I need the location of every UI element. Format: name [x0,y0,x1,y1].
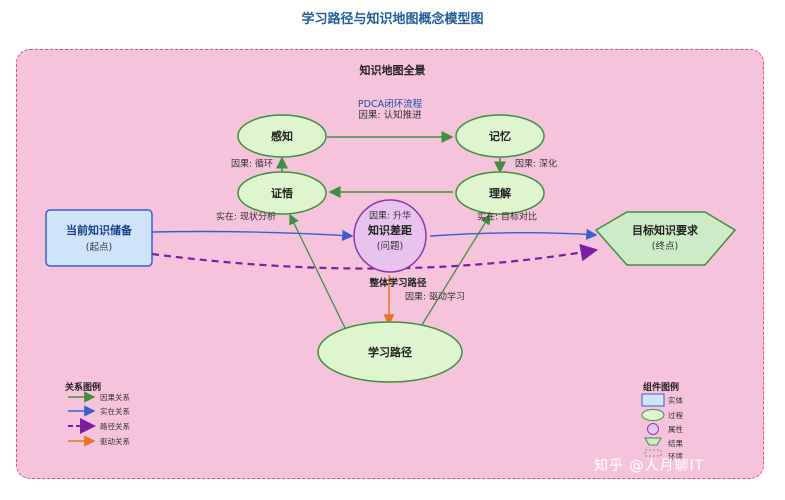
edge-current-gap [151,229,354,242]
label-reality-analysis: 实在: 现状分析 [216,212,276,223]
legend-attribute-swatch [647,423,659,435]
watermark: 知乎 @人月聊IT [594,458,705,474]
legend-entity-swatch [641,393,665,407]
label-cycle: 因果: 循环 [231,159,273,170]
edge-path-understand [419,213,491,329]
legend-drive-label: 驱动关系 [100,437,130,446]
label-overall-path: 整体学习路径 [369,278,427,289]
pdca-subtitle: 因果: 认知推进 [358,110,422,121]
legend-environment-label: 环境 [668,452,683,461]
node-understand [455,171,545,215]
legend-result-swatch [644,437,662,446]
label-deepen: 因果: 深化 [515,159,557,170]
legend-process-label: 过程 [668,411,683,420]
node-current-sub: (起点) [85,242,113,253]
node-verify-label: 证悟 [271,187,293,200]
node-memory [455,114,545,158]
node-gap-sub: (问题) [376,241,404,252]
legend-process-swatch [641,409,665,421]
node-gap [353,199,427,273]
frame-title: 知识地图全景 [359,64,426,77]
pdca-title: PDCA闭环流程 [357,99,423,110]
node-perceive-label: 感知 [271,130,293,143]
edge-path-verify [289,213,346,329]
relation-legend-title: 关系图例 [65,383,102,393]
node-current [45,209,153,267]
label-elevate: 因果: 升华 [369,211,411,222]
node-path-label: 学习路径 [368,346,412,359]
node-target-label: 目标知识要求 [632,224,698,237]
diagram-title: 学习路径与知识地图概念模型图 [301,12,484,27]
node-understand-label: 理解 [489,187,511,200]
legend-entity-label: 实体 [668,396,683,405]
component-legend-title: 组件图例 [643,383,680,393]
legend-attribute-label: 属性 [668,425,683,434]
node-target [594,211,737,266]
node-perceive [237,114,327,158]
legend-result-label: 结果 [668,439,683,448]
edge-gap-target [429,228,598,240]
label-target-compare: 实在: 目标对比 [477,212,537,223]
legend-path-label: 路径关系 [100,422,130,431]
node-target-sub: (终点) [651,241,679,252]
label-drive-learning: 因果: 驱动学习 [405,292,465,303]
legend-causal-label: 因果关系 [100,393,130,402]
node-verify [237,171,327,215]
node-path [317,321,463,383]
node-current-label: 当前知识储备 [66,224,132,237]
legend-reality-label: 实在关系 [100,407,130,416]
node-gap-label: 知识差距 [368,224,412,237]
legend-environment-swatch [644,449,662,457]
node-memory-label: 记忆 [489,130,511,143]
